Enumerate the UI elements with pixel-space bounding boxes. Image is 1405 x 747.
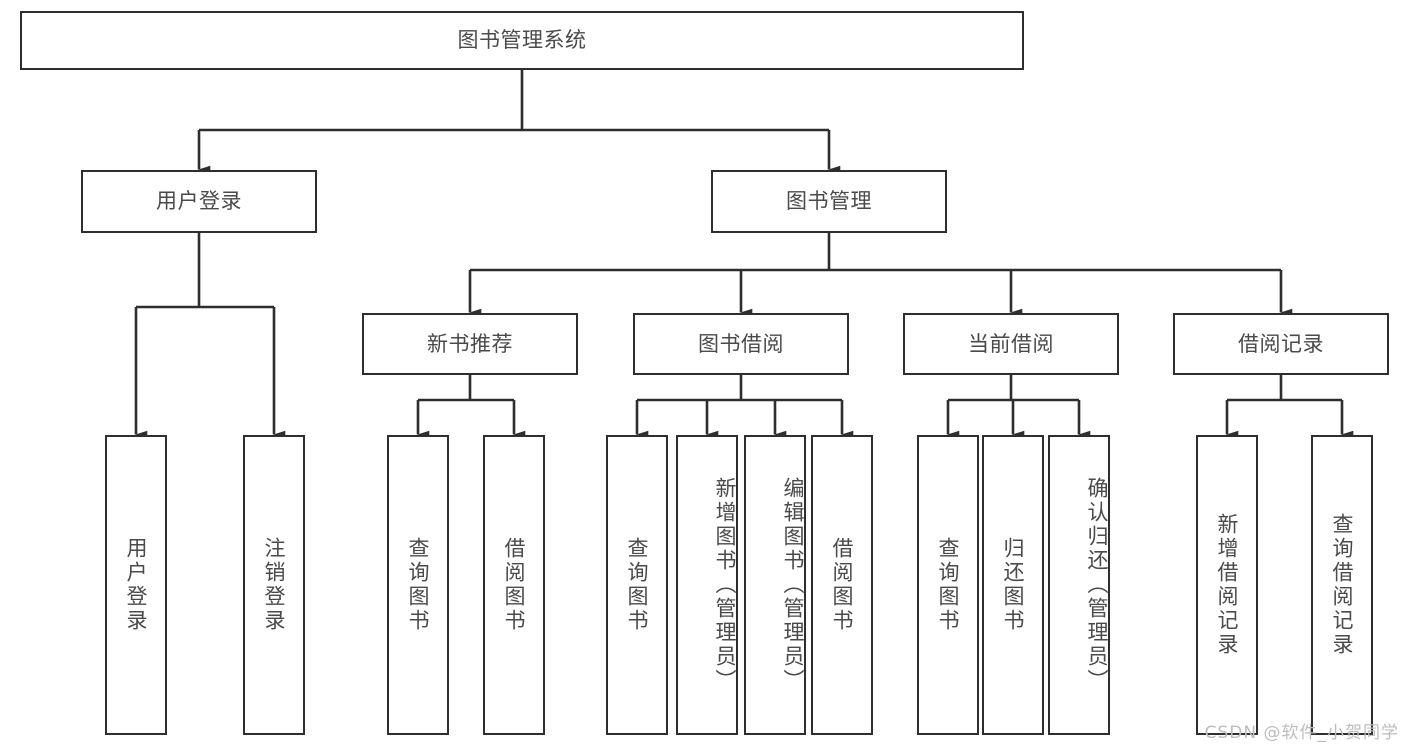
node-leaf-query-borrow-record-label: 查询借阅记录 [1330, 513, 1355, 657]
node-leaf-confirm-return-label: 确认归还（管理员） [1085, 477, 1109, 693]
node-leaf-return-book-label: 归还图书 [1001, 537, 1026, 633]
node-root-label: 图书管理系统 [457, 28, 587, 53]
node-borrow-record[interactable]: 借阅记录 [1173, 313, 1389, 375]
node-user-login-label: 用户登录 [156, 189, 242, 214]
node-leaf-user-login-label: 用户登录 [124, 537, 149, 633]
node-leaf-query-borrow-record[interactable]: 查询借阅记录 [1311, 435, 1373, 735]
node-leaf-edit-book[interactable]: 编辑图书（管理员） [744, 435, 806, 735]
node-leaf-borrow-book-2[interactable]: 借阅图书 [811, 435, 873, 735]
node-leaf-user-logout-label: 注销登录 [262, 537, 287, 633]
node-leaf-borrow-book-1-label: 借阅图书 [502, 537, 527, 633]
node-current-borrow[interactable]: 当前借阅 [903, 313, 1119, 375]
node-new-book-recommend-label: 新书推荐 [427, 331, 513, 356]
node-leaf-return-book[interactable]: 归还图书 [982, 435, 1044, 735]
node-leaf-query-book-3[interactable]: 查询图书 [917, 435, 979, 735]
node-root[interactable]: 图书管理系统 [20, 11, 1024, 70]
node-leaf-user-logout[interactable]: 注销登录 [243, 435, 305, 735]
node-leaf-add-book[interactable]: 新增图书（管理员） [676, 435, 738, 735]
node-leaf-edit-book-label: 编辑图书（管理员） [781, 477, 805, 693]
node-leaf-borrow-book-2-label: 借阅图书 [830, 537, 855, 633]
node-book-borrow-label: 图书借阅 [698, 331, 784, 356]
node-leaf-add-borrow-record[interactable]: 新增借阅记录 [1196, 435, 1258, 735]
node-leaf-user-login[interactable]: 用户登录 [105, 435, 167, 735]
node-leaf-query-book-2[interactable]: 查询图书 [606, 435, 668, 735]
node-book-manage[interactable]: 图书管理 [711, 170, 947, 233]
watermark: CSDN @软件_小贺同学 [1204, 723, 1399, 743]
node-book-borrow[interactable]: 图书借阅 [633, 313, 849, 375]
node-borrow-record-label: 借阅记录 [1238, 331, 1324, 356]
node-leaf-add-book-label: 新增图书（管理员） [713, 477, 737, 693]
node-leaf-query-book-1[interactable]: 查询图书 [387, 435, 449, 735]
node-user-login[interactable]: 用户登录 [81, 170, 317, 233]
node-current-borrow-label: 当前借阅 [968, 331, 1054, 356]
node-leaf-query-book-3-label: 查询图书 [936, 537, 961, 633]
node-leaf-query-book-2-label: 查询图书 [625, 537, 650, 633]
node-leaf-confirm-return[interactable]: 确认归还（管理员） [1048, 435, 1110, 735]
node-book-manage-label: 图书管理 [786, 189, 872, 214]
node-new-book-recommend[interactable]: 新书推荐 [362, 313, 578, 375]
node-leaf-add-borrow-record-label: 新增借阅记录 [1215, 513, 1240, 657]
node-leaf-query-book-1-label: 查询图书 [406, 537, 431, 633]
node-leaf-borrow-book-1[interactable]: 借阅图书 [483, 435, 545, 735]
